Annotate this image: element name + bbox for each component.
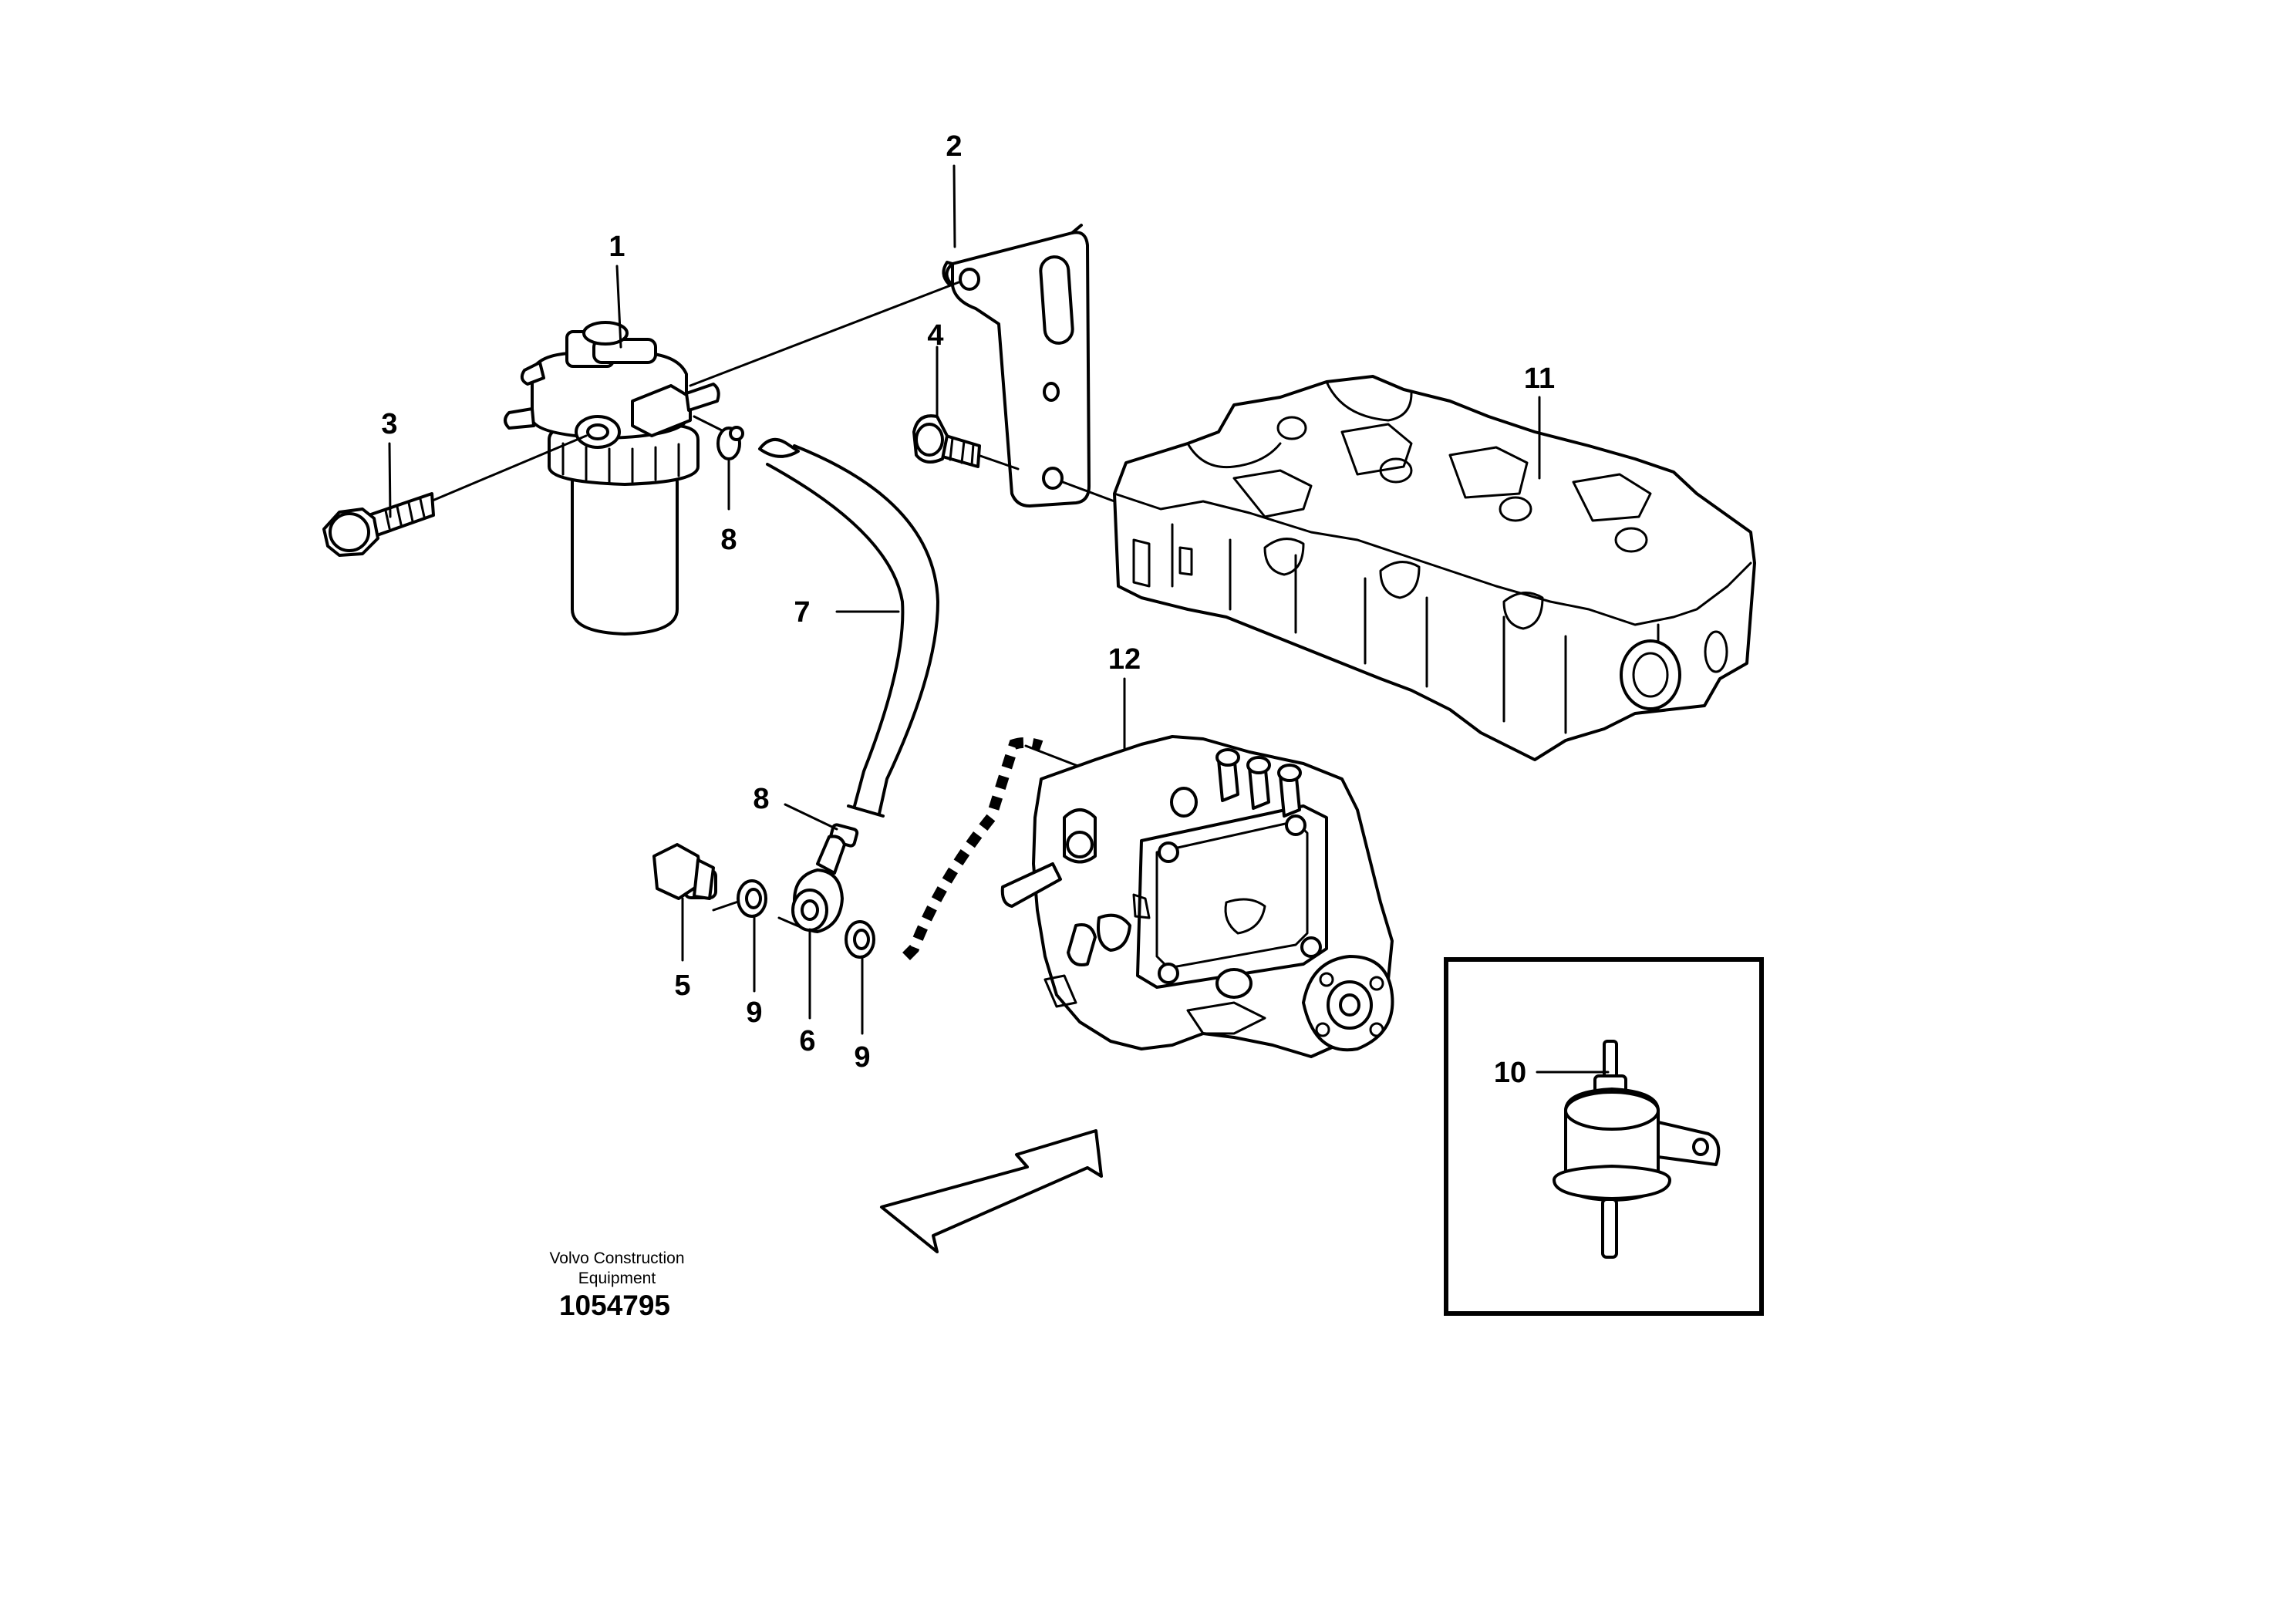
callout-11: 11: [1524, 363, 1555, 395]
document-number: 1054795: [559, 1290, 670, 1321]
callout-10: 10: [1494, 1057, 1526, 1089]
callout-numbers: 1 2 3 4 8 7 11 12 8 5 9 6 9 10: [381, 130, 1555, 1089]
callout-5: 5: [674, 969, 690, 1002]
callout-8-lower: 8: [753, 783, 769, 815]
callout-leaders: [388, 164, 1610, 1074]
banjo-bolt-part: [652, 843, 717, 900]
fuel-hose-part: [758, 437, 939, 818]
callout-1: 1: [609, 231, 625, 263]
inset-detail-box: [1444, 957, 1764, 1316]
callout-7: 7: [794, 596, 810, 629]
cylinder-head-part: [1113, 375, 1756, 761]
injection-pump-part: [1000, 735, 1394, 1058]
dashed-fuel-line: [902, 737, 1043, 960]
fuel-pump-part-10: [1553, 1040, 1721, 1259]
bracket-part: [942, 224, 1091, 508]
washer-left-part: [737, 879, 767, 918]
banjo-fitting-part: [791, 835, 846, 933]
fuel-filter-part: [504, 321, 720, 636]
hose-clamp-upper-part: [716, 426, 744, 460]
washer-right-part: [845, 920, 875, 959]
callout-6: 6: [799, 1025, 815, 1057]
callout-3: 3: [381, 408, 397, 440]
direction-arrow: [880, 1129, 1103, 1253]
callout-2: 2: [946, 130, 962, 163]
callout-4: 4: [927, 319, 943, 352]
callout-9-right: 9: [854, 1041, 870, 1074]
callout-12: 12: [1108, 643, 1141, 676]
bolt-part: [912, 414, 981, 468]
callout-9-left: 9: [746, 996, 762, 1029]
caption-block: Volvo Construction Equipment 1054795: [549, 1249, 684, 1321]
caption-line-1: Volvo Construction: [549, 1249, 684, 1267]
callout-8-upper: 8: [720, 524, 737, 556]
caption-line-2: Equipment: [578, 1270, 656, 1287]
long-bolt-part: [322, 492, 435, 557]
